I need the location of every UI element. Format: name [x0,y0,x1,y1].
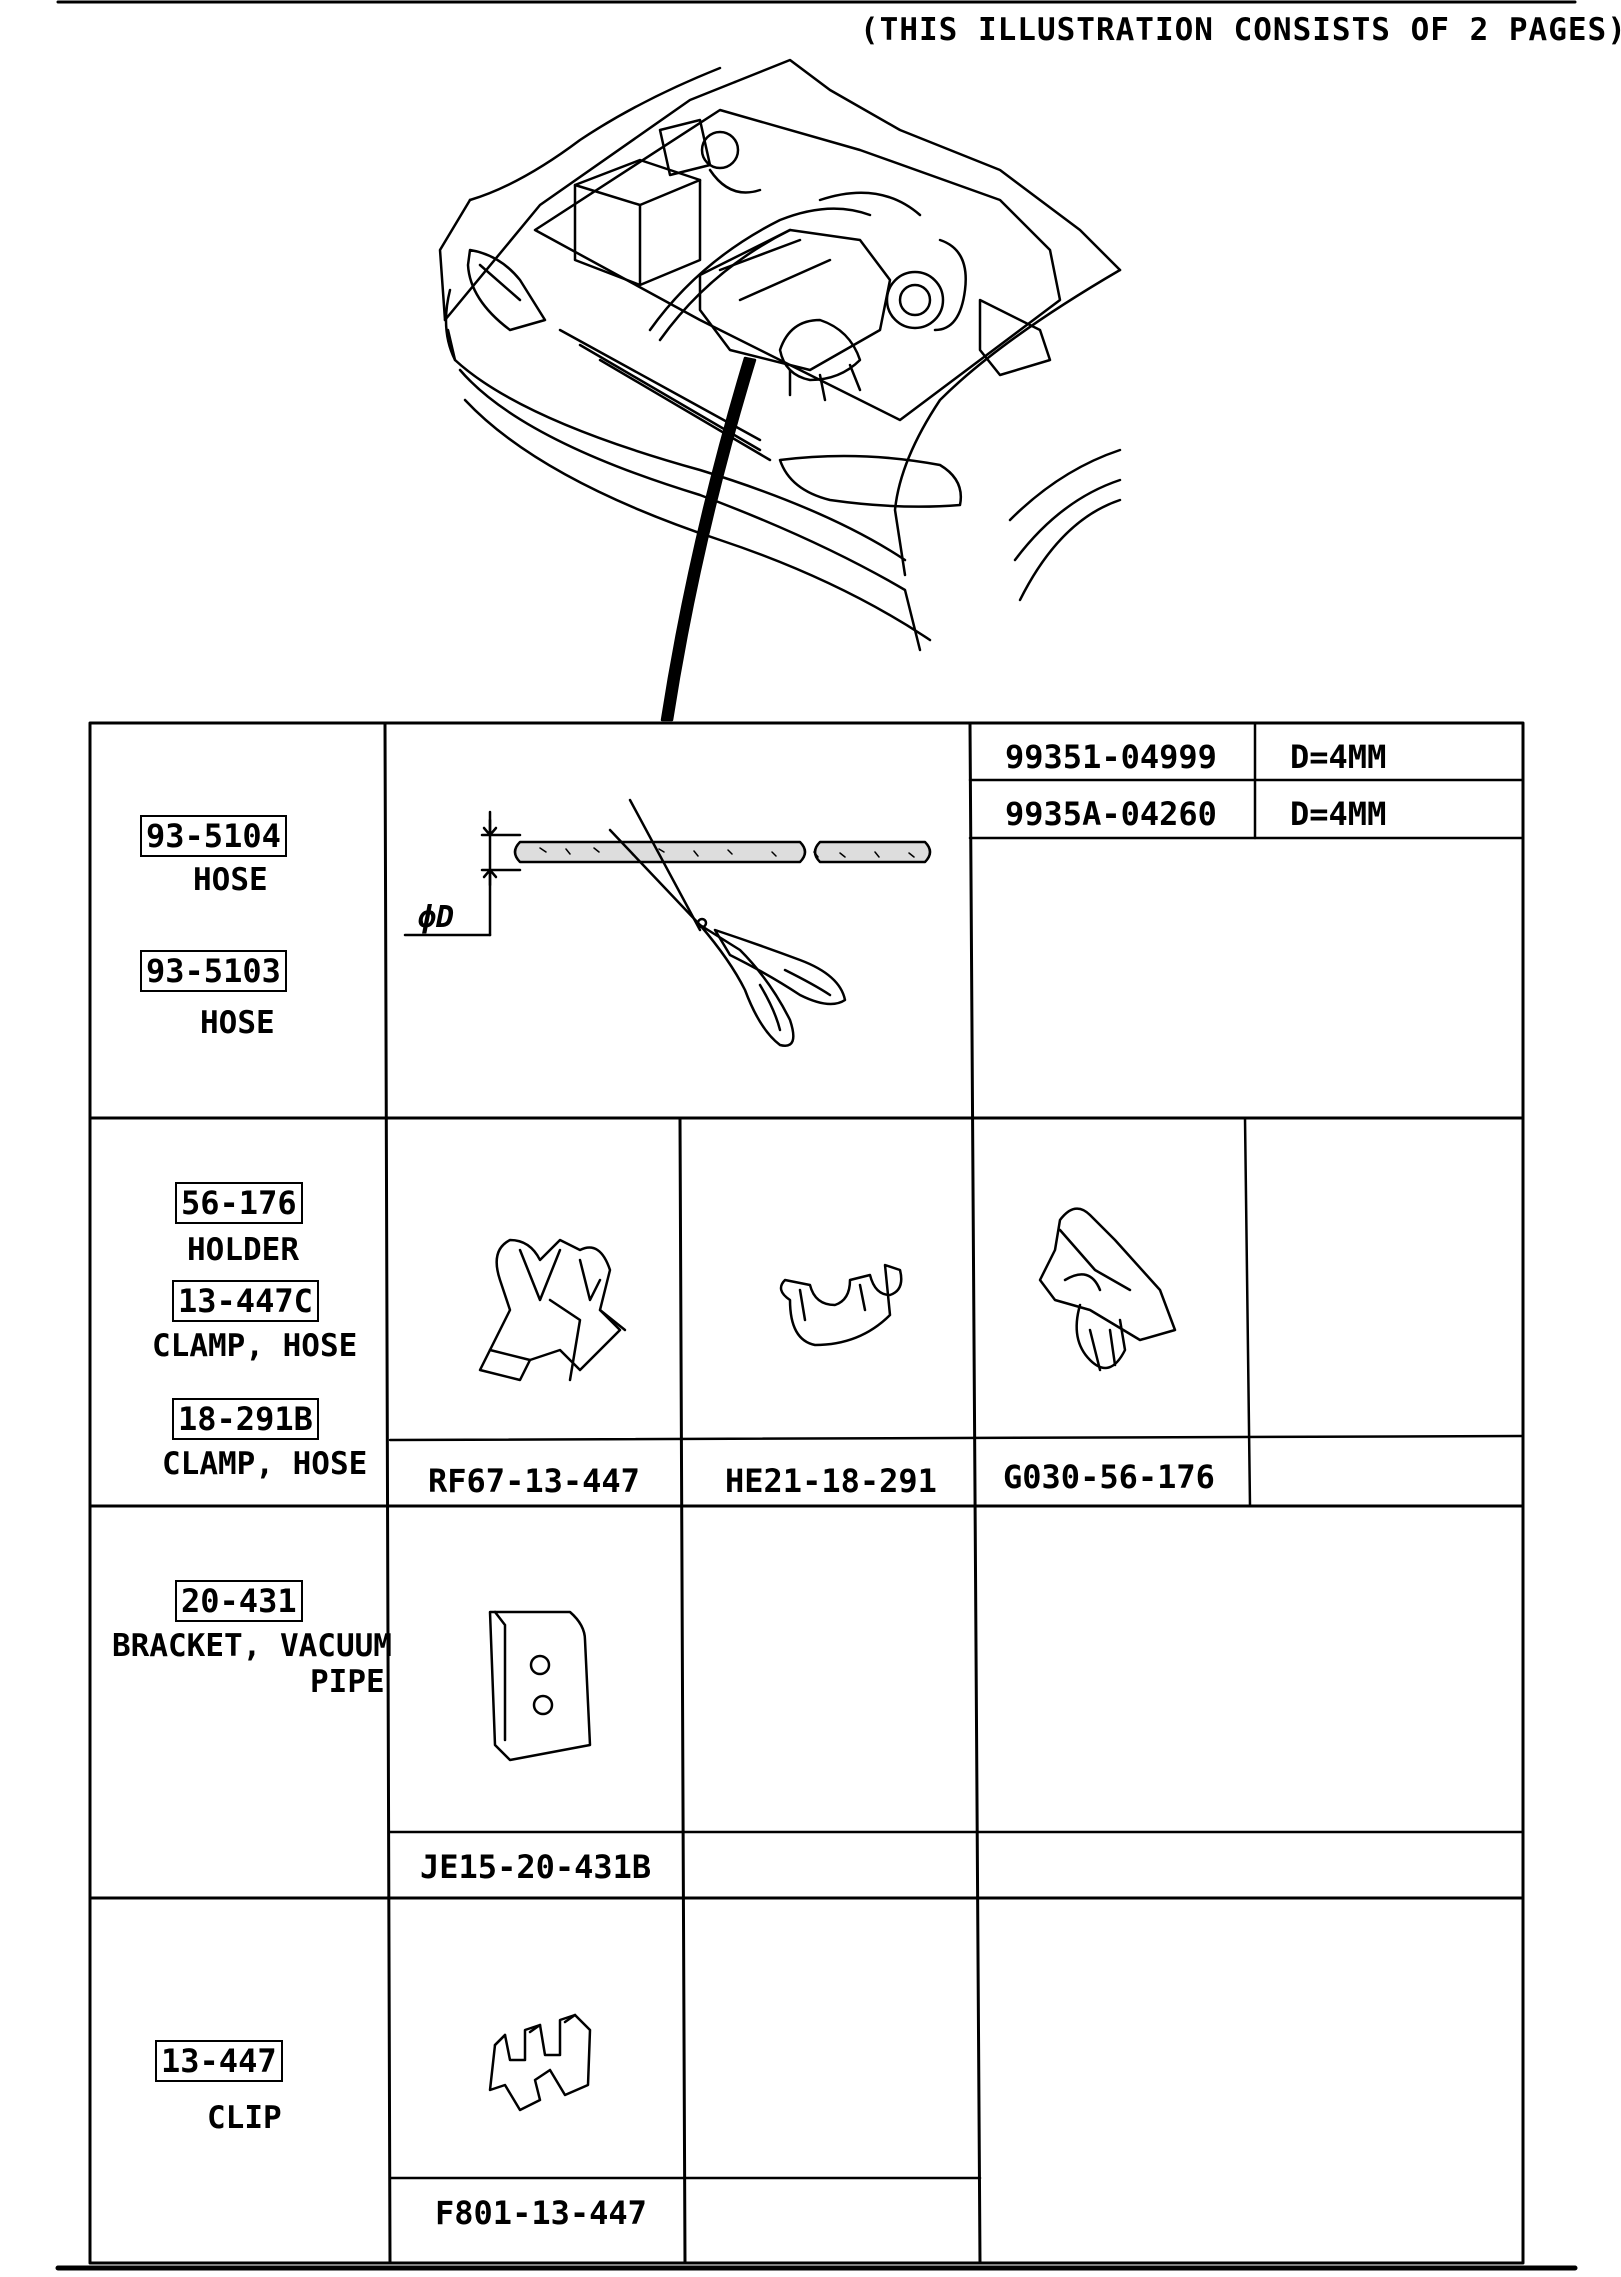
clip-f801-drawing [488,2013,592,2112]
part-name-holder: HOLDER [187,1232,299,1268]
bracket-je15-drawing [488,1610,592,1762]
part-ref-13-447: 13-447 [155,2040,283,2082]
hose-cut-illustration [403,798,932,1047]
part-number-he21-18-291: HE21-18-291 [725,1462,937,1500]
dimension-symbol: ϕD [418,900,455,935]
part-number-g030-56-176: G030-56-176 [1003,1458,1215,1496]
page-count-note: (THIS ILLUSTRATION CONSISTS OF 2 PAGES) [860,12,1621,48]
part-name-pipe: PIPE [310,1664,385,1700]
part-name-bracket-vacuum: BRACKET, VACUUM [112,1628,392,1664]
part-ref-56-176: 56-176 [175,1182,303,1224]
hose-part-number-2: 9935A-04260 [1005,795,1217,833]
part-name-clamp-hose-1: CLAMP, HOSE [152,1328,358,1364]
part-name-clip: CLIP [207,2100,282,2136]
part-name-hose-2: HOSE [200,1005,275,1041]
hose-spec-1: D=4MM [1290,738,1387,776]
part-ref-20-431: 20-431 [175,1580,303,1622]
part-number-rf67-13-447: RF67-13-447 [428,1462,640,1500]
part-name-clamp-hose-2: CLAMP, HOSE [162,1446,368,1482]
clamp-he21-drawing [779,1263,903,1347]
part-ref-18-291b: 18-291B [172,1398,319,1440]
hose-part-number-1: 99351-04999 [1005,738,1217,776]
clamp-rf67-drawing [478,1238,627,1382]
parts-table-grid [88,721,1525,2265]
part-name-hose-1: HOSE [193,862,268,898]
part-ref-93-5104: 93-5104 [140,815,287,857]
hose-spec-2: D=4MM [1290,795,1387,833]
holder-g030-drawing [1038,1207,1177,1372]
part-number-f801-13-447: F801-13-447 [435,2194,647,2232]
engine-bay-illustration [438,58,1122,722]
part-ref-93-5103: 93-5103 [140,950,287,992]
part-ref-13-447c: 13-447C [172,1280,319,1322]
part-number-je15-20-431b: JE15-20-431B [420,1848,652,1886]
